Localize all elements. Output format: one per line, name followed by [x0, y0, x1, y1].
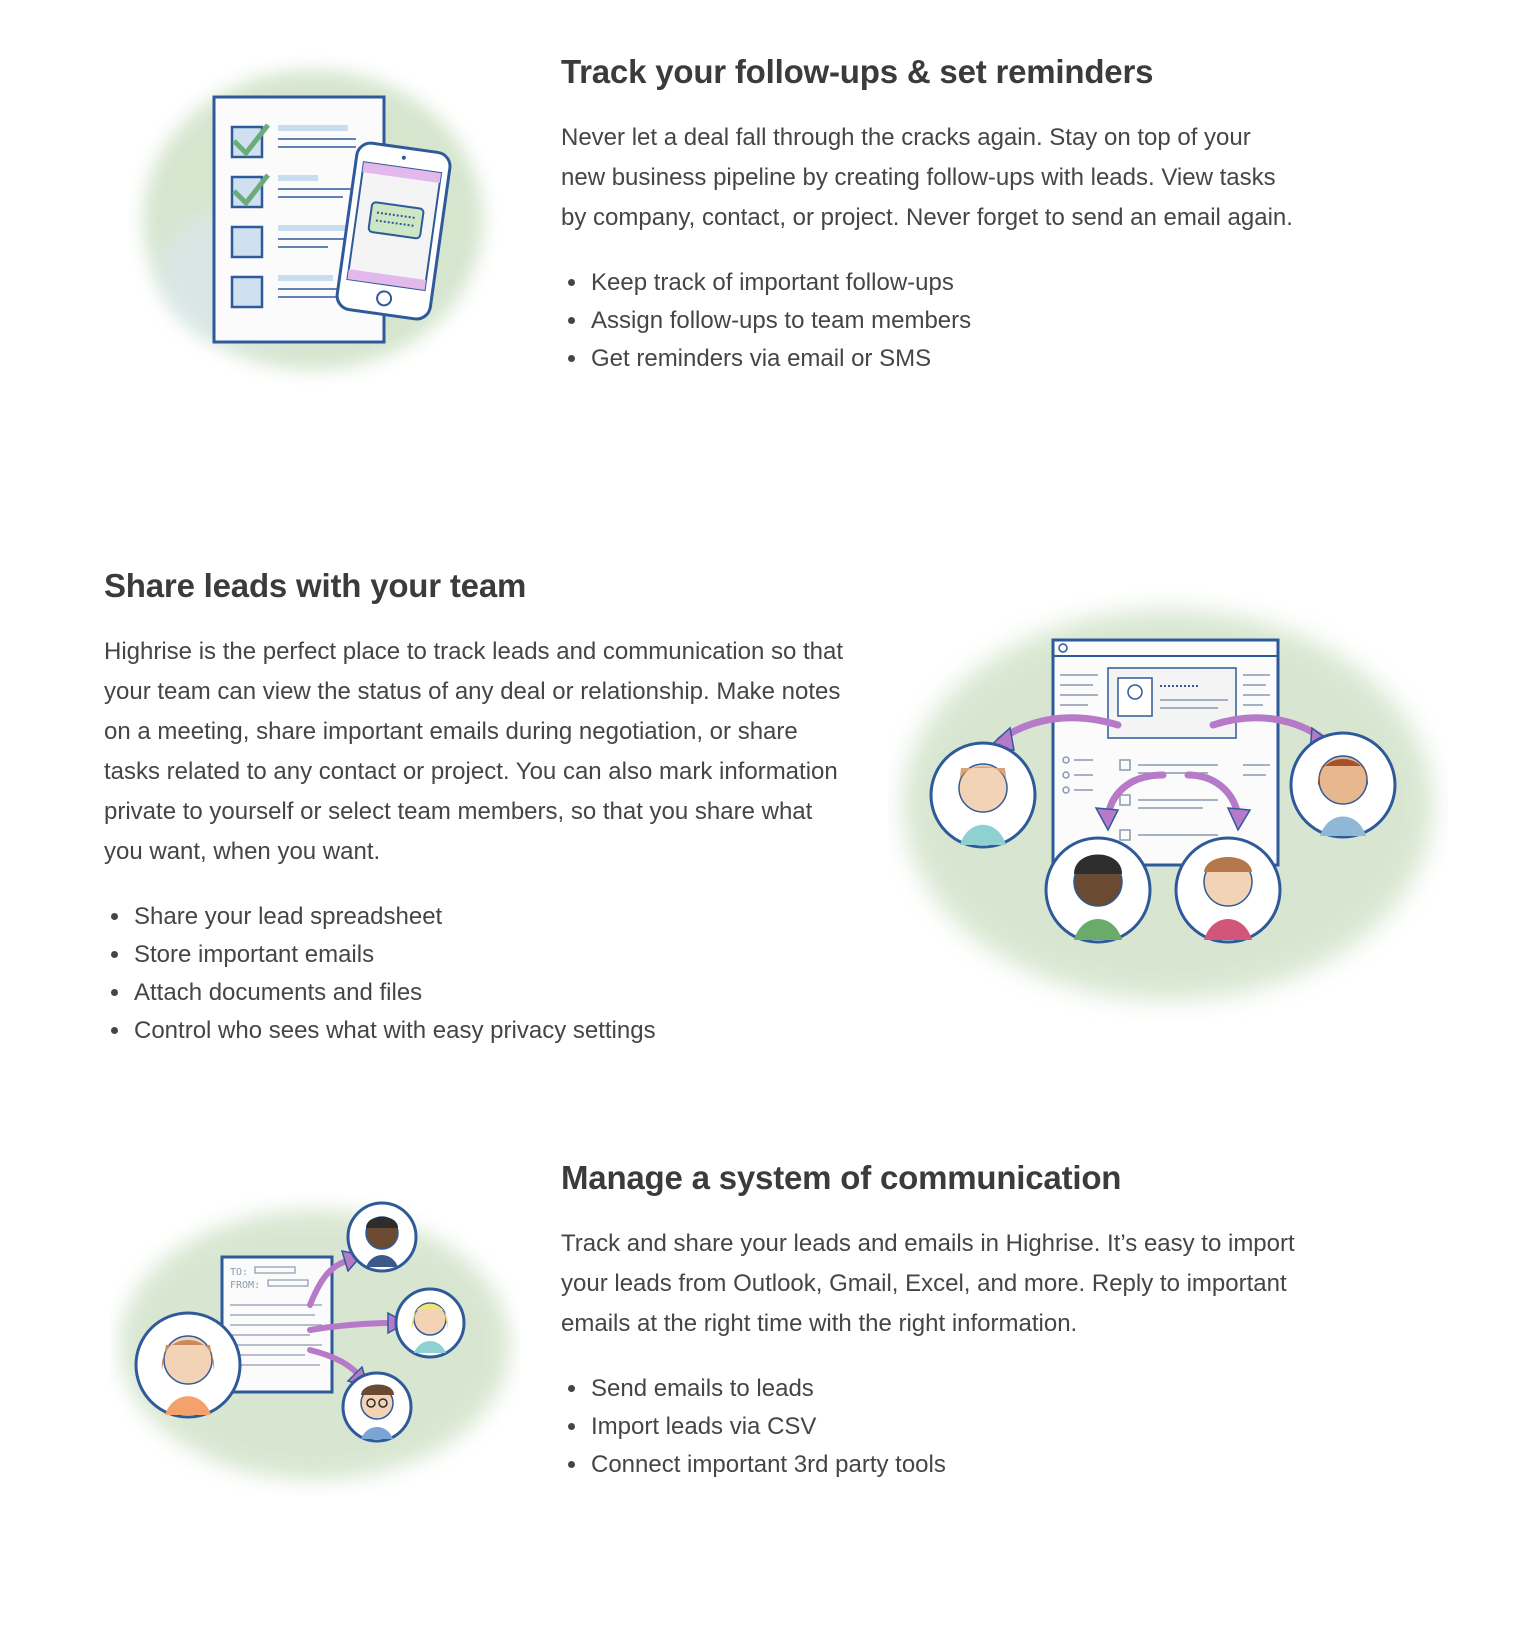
feature-text-communication: Manage a system of communication Track a… — [561, 1158, 1301, 1484]
email-from-label: FROM: — [230, 1280, 260, 1291]
list-item: Import leads via CSV — [589, 1408, 1301, 1446]
avatar-woman-left — [929, 741, 1037, 849]
avatar-woman-sender — [134, 1311, 242, 1419]
avatar-man-center-right — [1174, 836, 1282, 944]
avatar-man-recipient-bottom — [341, 1371, 413, 1443]
team-sharing-illustration — [888, 590, 1448, 1020]
avatar-man-center-left — [1044, 836, 1152, 944]
email-to-label: TO: — [230, 1267, 248, 1278]
section-description: Highrise is the perfect place to track l… — [104, 638, 844, 865]
list-item: Connect important 3rd party tools — [589, 1446, 1301, 1484]
avatar-man-recipient-top — [346, 1201, 418, 1273]
section-description: Never let a deal fall through the cracks… — [561, 124, 1293, 231]
list-item: Assign follow-ups to team members — [589, 302, 1301, 340]
feature-bullet-list: Keep track of important follow-ups Assig… — [561, 264, 1301, 378]
checklist-phone-illustration — [128, 55, 498, 385]
list-item: Send emails to leads — [589, 1370, 1301, 1408]
feature-bullet-list: Send emails to leads Import leads via CS… — [561, 1370, 1301, 1484]
avatar-woman-right — [1289, 731, 1397, 839]
feature-text-followups: Track your follow-ups & set reminders Ne… — [561, 52, 1301, 378]
feature-section-communication: TO: FROM: — [0, 1150, 1528, 1630]
smartphone-icon — [335, 141, 452, 321]
feature-text-share-leads: Share leads with your team Highrise is t… — [104, 566, 844, 1050]
section-description: Track and share your leads and emails in… — [561, 1230, 1295, 1337]
feature-bullet-list: Share your lead spreadsheet Store import… — [104, 898, 844, 1050]
list-item: Share your lead spreadsheet — [132, 898, 844, 936]
section-title: Manage a system of communication — [561, 1159, 1122, 1196]
email-communication-illustration: TO: FROM: — [110, 1195, 520, 1495]
section-title: Track your follow-ups & set reminders — [561, 53, 1154, 90]
list-item: Get reminders via email or SMS — [589, 340, 1301, 378]
avatar-woman-recipient-middle — [394, 1287, 466, 1359]
list-item: Keep track of important follow-ups — [589, 264, 1301, 302]
list-item: Control who sees what with easy privacy … — [132, 1012, 844, 1050]
list-item: Store important emails — [132, 936, 844, 974]
list-item: Attach documents and files — [132, 974, 844, 1012]
feature-section-followups: Track your follow-ups & set reminders Ne… — [0, 0, 1528, 480]
app-window-icon — [1051, 638, 1280, 867]
feature-section-share-leads: Share leads with your team Highrise is t… — [0, 560, 1528, 1080]
section-title: Share leads with your team — [104, 567, 527, 604]
